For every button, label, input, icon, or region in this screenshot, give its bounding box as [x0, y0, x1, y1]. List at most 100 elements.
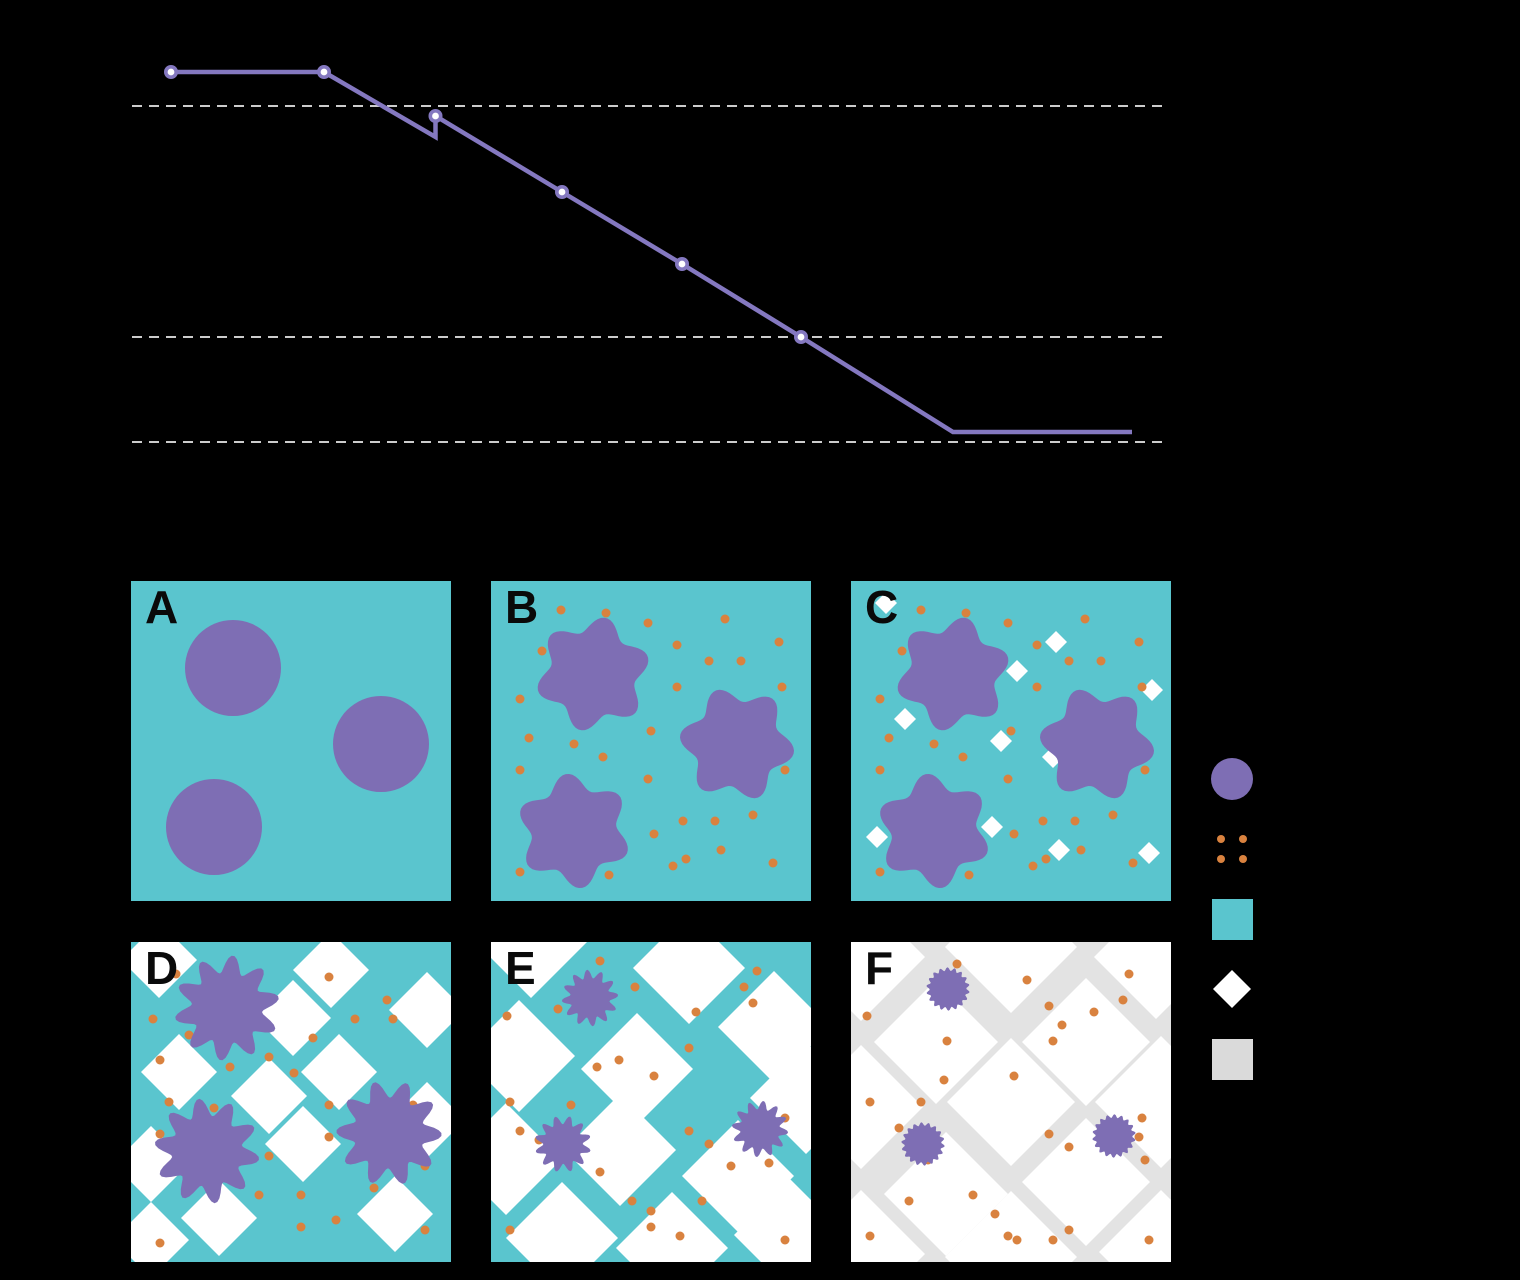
particle-dot	[1144, 1235, 1154, 1245]
particle-dot	[515, 694, 525, 704]
cell-blob	[897, 617, 1009, 731]
particle-dot	[1124, 969, 1134, 979]
particle-dot	[1028, 861, 1038, 871]
matrix-diamond	[947, 1038, 1075, 1166]
particle-dot	[958, 752, 968, 762]
matrix-diamond	[581, 1013, 693, 1125]
particle-dot	[537, 646, 547, 656]
particle-dot	[678, 816, 688, 826]
matrix-diamond	[491, 1103, 562, 1215]
panel-c-canvas	[851, 581, 1171, 901]
particle-dot	[939, 1075, 949, 1085]
matrix-diamond	[1045, 631, 1067, 653]
particle-dot	[308, 1033, 318, 1043]
particle-dot	[1064, 1225, 1074, 1235]
particle-dot	[369, 1183, 379, 1193]
particle-dot	[990, 1209, 1000, 1219]
panel-a: A	[131, 581, 451, 901]
particle-dot	[646, 1206, 656, 1216]
particle-dot	[739, 982, 749, 992]
particle-dot	[704, 656, 714, 666]
matrix-diamond	[1006, 660, 1028, 682]
matrix-diamond	[894, 708, 916, 730]
teal-square-icon	[1211, 898, 1253, 940]
particle-dot	[952, 959, 962, 969]
particle-dot	[595, 1167, 605, 1177]
particle-dot	[598, 752, 608, 762]
particle-dot	[1003, 618, 1013, 628]
matrix-diamond	[1141, 679, 1163, 701]
particle-dot	[569, 739, 579, 749]
particle-dot	[505, 1225, 515, 1235]
matrix-diamond	[1138, 842, 1160, 864]
gray-square-icon	[1211, 1038, 1253, 1080]
particle-dot	[1134, 637, 1144, 647]
panel-a-canvas	[131, 581, 451, 901]
particle-dot	[1009, 829, 1019, 839]
particle-dot	[1032, 640, 1042, 650]
particle-dot	[1134, 1132, 1144, 1142]
particle-dot	[1128, 858, 1138, 868]
matrix-diamond	[491, 942, 587, 998]
particle-dot	[296, 1222, 306, 1232]
particle-dot	[964, 870, 974, 880]
particle-dot	[1137, 682, 1147, 692]
particle-dot	[875, 867, 885, 877]
particle-dot	[968, 1190, 978, 1200]
matrix-diamond	[491, 1000, 575, 1112]
particle-dot	[155, 1055, 165, 1065]
matrix-diamond	[564, 1094, 676, 1206]
particle-dot	[1140, 1155, 1150, 1165]
matrix-diamond	[945, 1191, 1077, 1262]
particle-dot	[388, 1014, 398, 1024]
particle-dot	[1022, 975, 1032, 985]
cell-circle	[333, 696, 429, 792]
particle-dot	[331, 1215, 341, 1225]
data-point-marker	[164, 65, 179, 80]
matrix-diamond	[231, 1058, 307, 1134]
matrix-diamond	[301, 1034, 377, 1110]
particle-dot	[748, 810, 758, 820]
particle-dot	[601, 608, 611, 618]
data-point-marker	[674, 256, 689, 271]
particle-dot	[768, 858, 778, 868]
particle-dot	[184, 1030, 194, 1040]
particle-dot	[884, 733, 894, 743]
particle-dot	[1048, 1036, 1058, 1046]
legend	[1209, 744, 1255, 1094]
matrix-diamond	[181, 1180, 257, 1256]
particle-dot	[672, 682, 682, 692]
particle-dot	[604, 870, 614, 880]
legend-circle-swatch	[1211, 758, 1253, 800]
matrix-diamond	[750, 1042, 811, 1154]
legend-dot	[1217, 835, 1225, 843]
matrix-diamond	[616, 1192, 728, 1262]
matrix-diamond	[1022, 978, 1150, 1106]
particle-dot	[904, 1196, 914, 1206]
particle-dot	[929, 739, 939, 749]
line-chart-svg	[132, 65, 1164, 443]
panel-d: D	[131, 942, 451, 1262]
particle-dot	[643, 774, 653, 784]
cell-blob	[537, 617, 649, 731]
particle-dot	[961, 608, 971, 618]
cell-circle-icon	[1211, 758, 1253, 800]
particle-dot	[1108, 810, 1118, 820]
particle-dot	[875, 694, 885, 704]
particle-dot	[1044, 1129, 1054, 1139]
particle-dot	[1064, 656, 1074, 666]
panel-e-label: E	[505, 942, 536, 994]
particle-dot	[704, 1139, 714, 1149]
particle-dot	[155, 1129, 165, 1139]
panel-d-canvas	[131, 942, 451, 1262]
particle-dots-icon	[1217, 835, 1247, 863]
particle-dot	[646, 726, 656, 736]
particle-dot	[649, 829, 659, 839]
matrix-diamond	[389, 972, 451, 1048]
cell-circle	[185, 620, 281, 716]
data-point-marker	[428, 109, 443, 124]
particle-dot	[1137, 1113, 1147, 1123]
panel-c: C	[851, 581, 1171, 901]
particle-dot	[515, 765, 525, 775]
